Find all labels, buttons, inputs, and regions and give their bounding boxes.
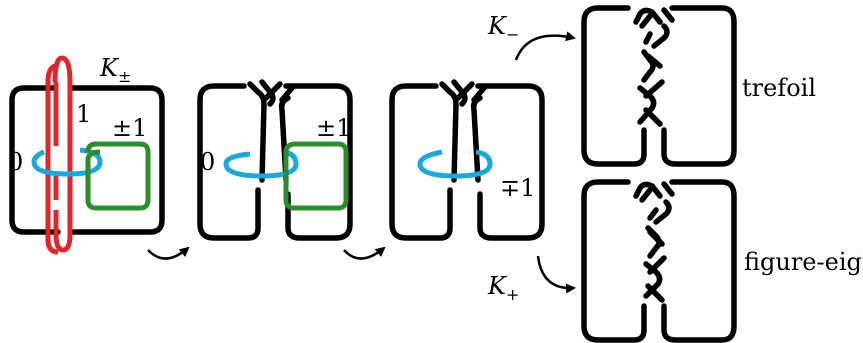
figure-eight-label: figure-eight — [744, 248, 863, 276]
diagram-3-knot — [389, 79, 545, 241]
diagram-1-blue-circle — [31, 147, 103, 177]
arrow-2 — [343, 246, 386, 260]
diagram-3: ∓1 — [389, 79, 545, 241]
arrow-minus — [514, 31, 576, 61]
diagram-2-blue-circle — [223, 149, 299, 179]
diagram-1-knot — [9, 85, 165, 235]
diagram-1-green-square — [85, 141, 151, 211]
branch-minus-label: K− — [487, 12, 519, 44]
branch-minus: K− trefoil — [487, 5, 816, 167]
arrow-1 — [147, 246, 190, 260]
figure-eight-knot — [581, 179, 737, 343]
diagram-1-red-loop — [52, 55, 73, 253]
trefoil-label: trefoil — [742, 74, 816, 102]
diagram-1-knot-label: K± — [99, 54, 131, 86]
diagram-3-blue-framing: ∓1 — [500, 174, 535, 202]
diagram-2: 0 ±1 — [197, 79, 353, 241]
diagram-2-knot — [197, 79, 353, 241]
diagram-1-red-strand — [45, 63, 59, 255]
branch-plus: K+ figure-eight — [487, 179, 863, 343]
diagram-1-blue-framing: 0 — [8, 148, 23, 176]
arrow-plus — [536, 255, 576, 294]
diagram-1: K± 1 0 ±1 — [8, 54, 165, 255]
diagram-3-blue-circle — [417, 149, 493, 179]
diagram-1-red-framing: 1 — [76, 100, 91, 128]
branch-plus-label: K+ — [487, 272, 519, 304]
diagram-2-green-framing: ±1 — [316, 114, 351, 142]
diagram-2-green-square — [283, 141, 349, 211]
diagram-1-green-framing: ±1 — [112, 114, 147, 142]
diagram-2-blue-framing: 0 — [200, 148, 215, 176]
trefoil-knot — [581, 5, 737, 167]
